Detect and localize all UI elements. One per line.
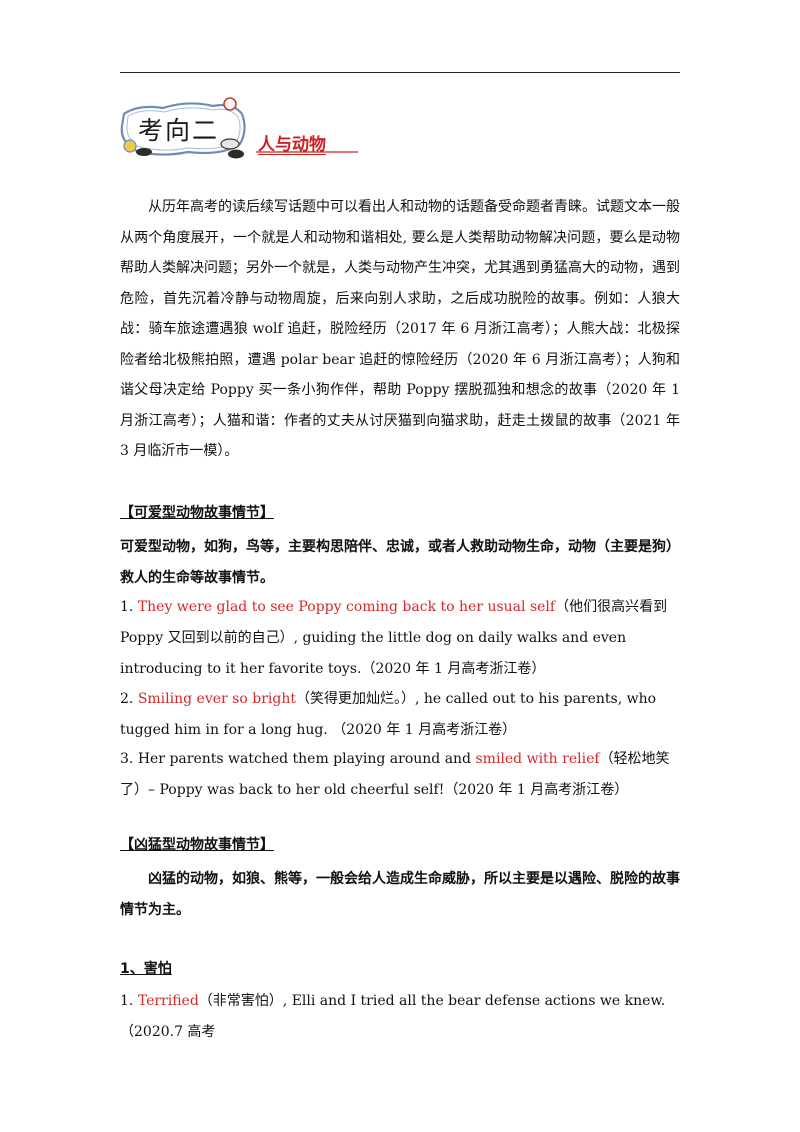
example-item: 1. They were glad to see Poppy coming ba… [120,592,680,685]
intro-paragraph: 从历年高考的读后续写话题中可以看出人和动物的话题备受命题者青睐。试题文本一般从两… [120,199,680,459]
example-rest: （笑得更加灿烂。）, he called out to his parents,… [120,691,657,738]
example-item: 3. Her parents watched them playing arou… [120,744,680,806]
example-phrase: Terrified [137,993,199,1009]
top-rule [120,72,680,73]
example-number: 3. [120,751,134,767]
example-phrase: They were glad to see Poppy coming back … [137,599,556,615]
section-desc-cute-animals: 可爱型动物，如狗，鸟等，主要构思陪伴、忠诚，或者人救助动物生命，动物（主要是狗）… [120,539,680,586]
section-title: 人与动物 [258,135,326,155]
example-rest: （轻松地笑了）– Poppy was back to her old cheer… [120,751,670,798]
example-rest: （非常害怕）, Elli and I tried all the bear de… [120,993,666,1040]
subsection-label-fear: 1、害怕 [120,961,172,977]
example-number: 2. [120,691,134,707]
example-lead: Her parents watched them playing around … [137,751,472,767]
badge-text: 考向二 [138,116,220,145]
section-label-fierce-animals: 【凶猛型动物故事情节】 [120,837,274,853]
example-number: 1. [120,993,134,1009]
section-badge [120,97,358,159]
section-label-cute-animals: 【可爱型动物故事情节】 [120,505,274,521]
example-item: 2. Smiling ever so bright（笑得更加灿烂。）, he c… [120,684,680,746]
example-phrase: smiled with relief [475,751,600,767]
example-item: 1. Terrified（非常害怕）, Elli and I tried all… [120,986,680,1048]
example-rest: （他们很高兴看到 Poppy 又回到以前的自己）, guiding the li… [120,599,668,677]
section-desc-fierce-animals: 凶猛的动物，如狼、熊等，一般会给人造成生命威胁，所以主要是以遇险、脱险的故事情节… [120,871,680,918]
example-number: 1. [120,599,134,615]
example-phrase: Smiling ever so bright [137,691,296,707]
